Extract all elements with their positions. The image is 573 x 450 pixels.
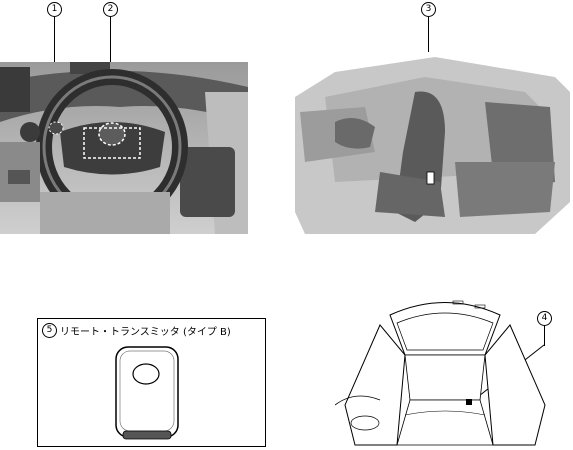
dashboard-figure: 1 2	[0, 0, 250, 235]
remote-transmitter-box: 5 リモート・トランスミッタ (タイプ B)	[37, 318, 266, 447]
interior-photo	[295, 52, 570, 234]
rear-hatch-illustration	[335, 300, 546, 446]
callout-3: 3	[421, 2, 436, 17]
remote-title-text: リモート・トランスミッタ (タイプ B)	[60, 327, 231, 338]
callout-5: 5	[42, 323, 57, 338]
remote-title: 5 リモート・トランスミッタ (タイプ B)	[42, 323, 231, 338]
callout-2: 2	[103, 2, 118, 17]
interior-illustration	[295, 52, 570, 234]
dashboard-illustration	[0, 62, 248, 234]
remote-key-illustration	[115, 346, 179, 440]
leader-line-4	[544, 326, 545, 346]
callout-1: 1	[47, 2, 62, 17]
interior-figure: 3	[295, 0, 570, 235]
rear-hatch-figure: 4	[335, 295, 573, 450]
dashboard-photo	[0, 62, 248, 234]
callout-4: 4	[537, 311, 552, 326]
